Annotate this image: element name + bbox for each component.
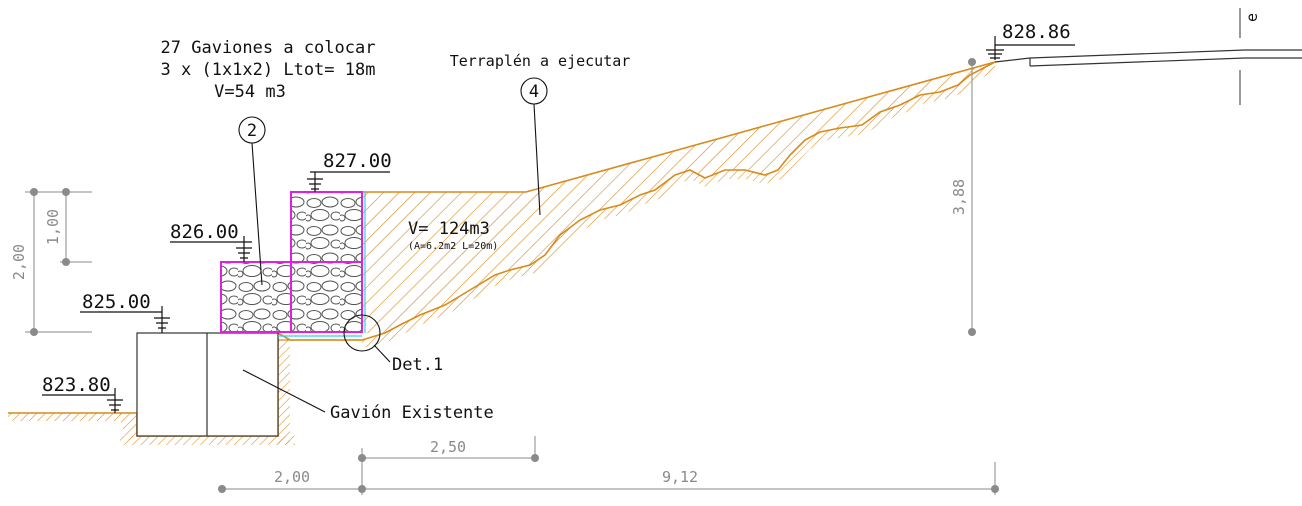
road-surface (994, 8, 1302, 105)
detail-label: Det.1 (392, 355, 443, 375)
dim-width-fill: 2,50 (430, 438, 466, 456)
gabions-spec: 3 x (1x1x2) Ltot= 18m (161, 60, 376, 80)
embankment-volume-detail: (A=6.2m2 L=20m) (408, 241, 498, 252)
embankment-fill (362, 61, 996, 333)
elevation-827-00: 827.00 (323, 150, 392, 172)
elevation-826-00: 826.00 (170, 221, 239, 243)
existing-gabion-label: Gavión Existente (330, 403, 494, 423)
callout-2: 2 (247, 121, 257, 141)
dim-width-gabion: 2,00 (274, 468, 310, 486)
new-gabions (220, 191, 366, 337)
dim-width-slope: 9,12 (662, 468, 698, 486)
elevation-825-00: 825.00 (82, 291, 151, 313)
dim-height-total: 2,00 (10, 244, 28, 280)
gabions-volume: V=54 m3 (214, 82, 286, 102)
existing-gabion (136, 332, 279, 437)
elevation-823-80: 823.80 (42, 374, 111, 396)
callout-4: 4 (529, 82, 539, 102)
embankment-volume: V= 124m3 (408, 219, 490, 239)
callouts (238, 77, 548, 413)
elevation-markers (42, 36, 1075, 413)
embankment-title: Terraplén a ejecutar (450, 52, 631, 70)
corner-mark-label: e (1243, 13, 1261, 22)
dimension-lines (25, 58, 999, 495)
dim-height-step: 1,00 (44, 209, 62, 245)
gabions-title: 27 Gaviones a colocar (161, 38, 376, 58)
elevation-828-86: 828.86 (1002, 21, 1071, 43)
dim-height-right: 3,88 (950, 179, 968, 215)
